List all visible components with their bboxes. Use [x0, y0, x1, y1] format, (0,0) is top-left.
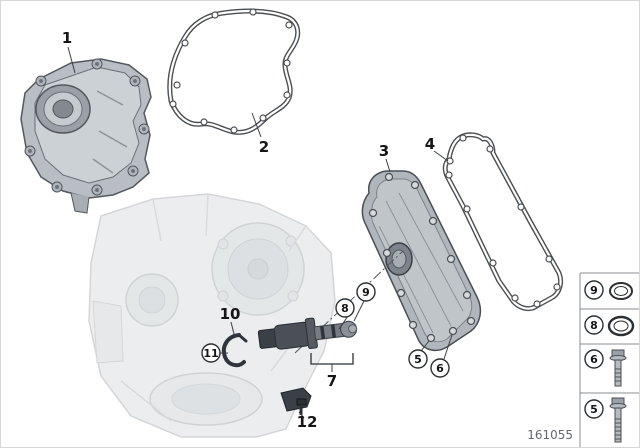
bolt-icon — [609, 349, 627, 387]
callout-12[interactable]: 12 — [297, 413, 318, 431]
svg-text:5: 5 — [414, 353, 422, 366]
callout-7[interactable]: 7 — [327, 372, 337, 390]
callout-6[interactable]: 6 — [430, 358, 450, 378]
legend-row-9[interactable]: 9 — [584, 280, 633, 300]
timing-case-cover-lower — [361, 170, 482, 352]
svg-text:8: 8 — [341, 302, 349, 315]
callout-1[interactable]: 1 — [62, 29, 72, 47]
callout-9[interactable]: 9 — [356, 282, 376, 302]
svg-text:8: 8 — [590, 319, 598, 332]
legend-row-5[interactable]: 5 — [584, 397, 627, 443]
svg-text:5: 5 — [590, 403, 598, 416]
callout-8[interactable]: 8 — [335, 298, 355, 318]
legend-row-6[interactable]: 6 — [584, 349, 627, 387]
callout-3[interactable]: 3 — [379, 142, 389, 160]
callout-4[interactable]: 4 — [425, 135, 435, 153]
svg-text:11: 11 — [203, 347, 218, 360]
legend-row-8[interactable]: 8 — [584, 315, 635, 337]
callout-11[interactable]: 11 — [201, 343, 221, 363]
leader-lines — [67, 46, 453, 419]
timing-case-cover-upper — [20, 58, 152, 214]
engine-block-faded — [88, 193, 336, 438]
doc-number: 161055 — [527, 428, 573, 442]
o-ring-icon — [609, 282, 633, 300]
o-ring-icon — [607, 315, 635, 337]
timing-cover-gasket-upper — [167, 8, 301, 135]
callout-10[interactable]: 10 — [220, 305, 241, 323]
timing-cover-gasket-lower — [442, 132, 564, 312]
svg-text:6: 6 — [436, 362, 444, 375]
bolt-icon — [609, 397, 627, 443]
callout-2[interactable]: 2 — [259, 138, 269, 156]
callout-5[interactable]: 5 — [408, 349, 428, 369]
support-bracket — [280, 387, 312, 415]
legend: 9 8 6 — [579, 272, 639, 447]
retaining-clip — [221, 333, 248, 368]
camshaft-sensor — [257, 317, 358, 350]
svg-text:6: 6 — [590, 353, 598, 366]
svg-text:9: 9 — [590, 284, 598, 297]
svg-text:9: 9 — [362, 286, 370, 299]
